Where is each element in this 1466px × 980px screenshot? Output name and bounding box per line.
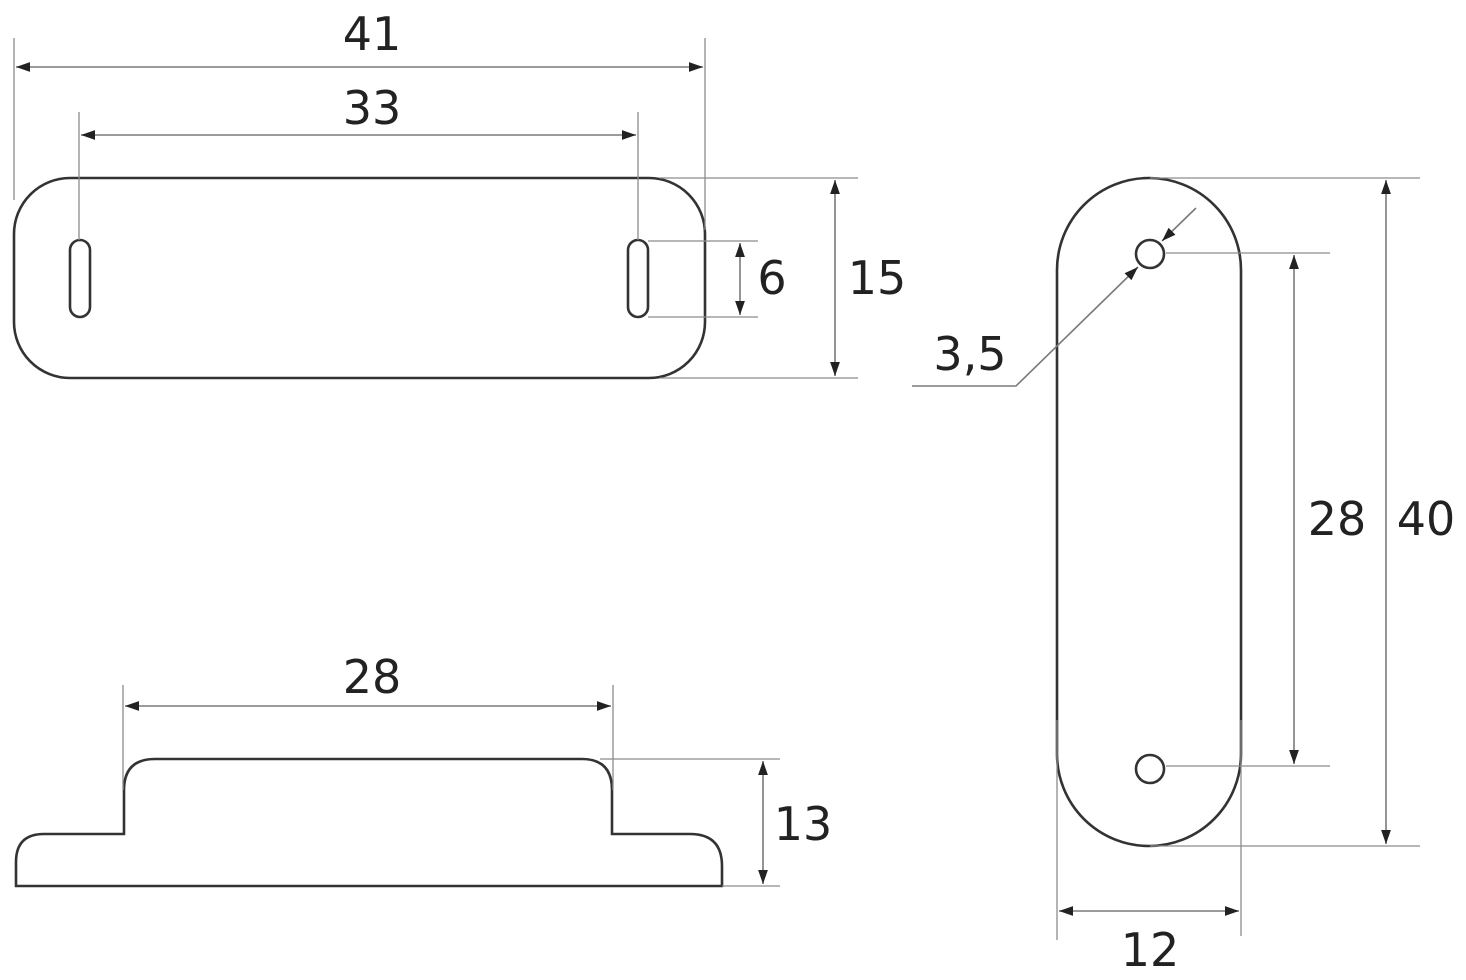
top-view: 41 33 6 15 (12, 7, 907, 380)
dim-label-40: 40 (1397, 492, 1456, 546)
dim-label-28-end: 28 (1308, 492, 1367, 546)
dim-label-33: 33 (343, 81, 402, 135)
right-slot (626, 238, 650, 319)
dim-label-12: 12 (1121, 923, 1180, 977)
dim-label-3-5: 3,5 (933, 327, 1006, 381)
bottom-hole (1134, 753, 1166, 785)
dim-label-15: 15 (848, 251, 907, 305)
end-view-outline (1055, 176, 1243, 848)
leader-3-5 (912, 266, 1139, 387)
top-view-outline (12, 176, 707, 380)
dim-label-41: 41 (343, 7, 402, 61)
side-view: 28 13 (14, 650, 833, 888)
dim-label-28-side: 28 (343, 650, 402, 704)
dim-label-6: 6 (757, 251, 786, 305)
top-hole (1134, 238, 1166, 270)
end-view: 3,5 28 40 12 (912, 176, 1456, 977)
side-view-outline (14, 757, 724, 888)
left-slot (68, 238, 92, 319)
dim-label-13: 13 (774, 797, 833, 851)
